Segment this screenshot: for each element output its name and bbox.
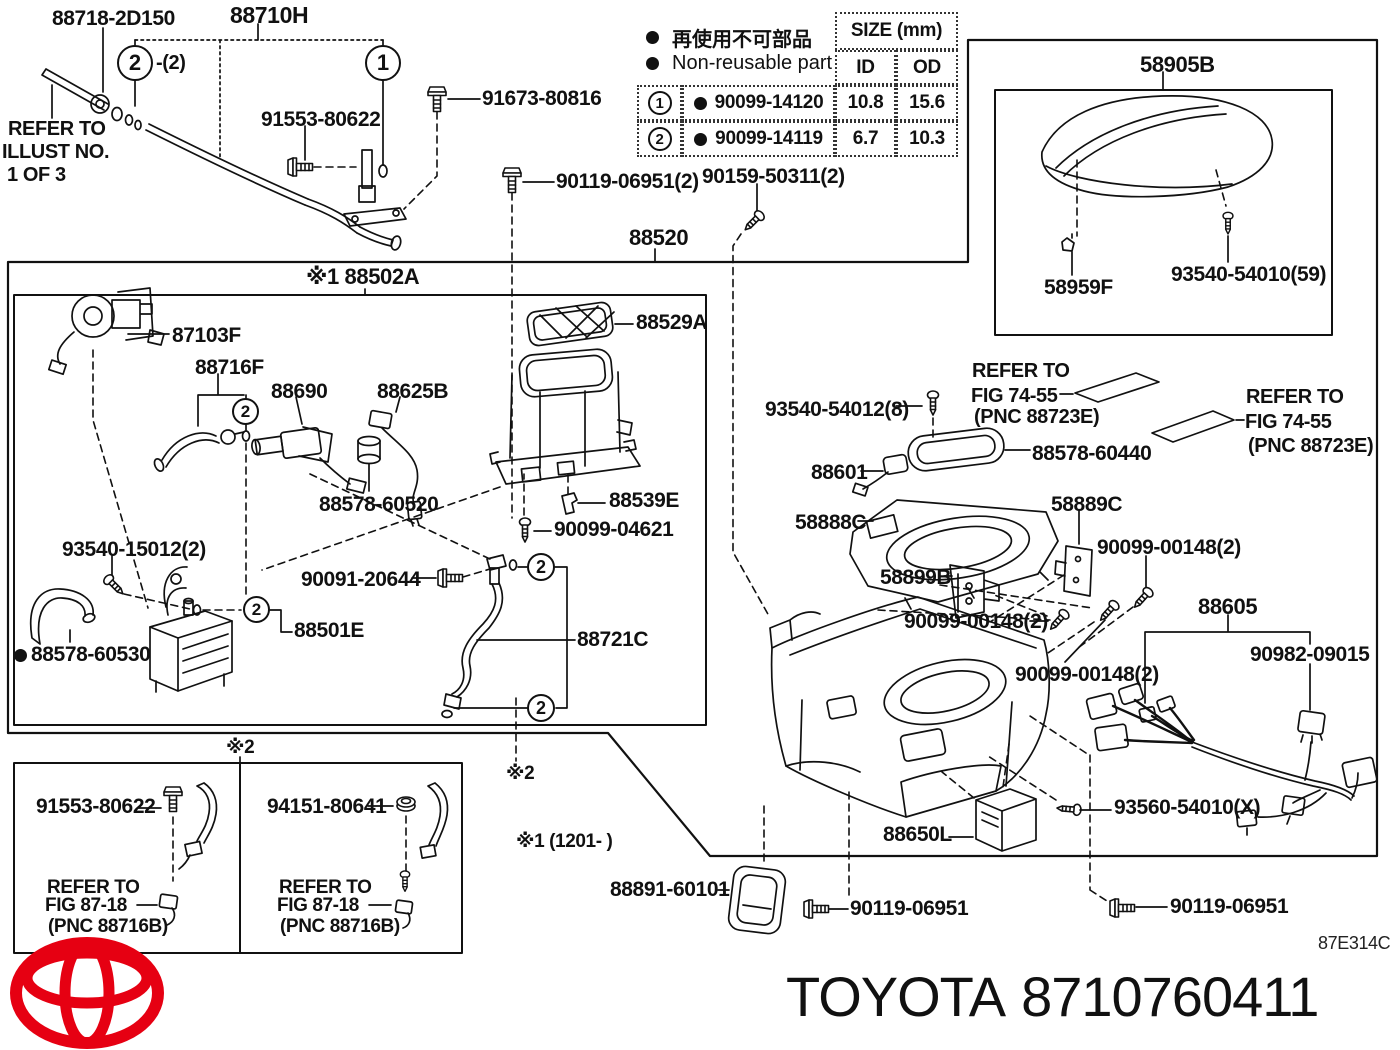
part-label-91673-80816: 91673-80816 [482, 87, 602, 110]
part-label-88529a: 88529A [636, 311, 708, 334]
note-refer-illust-line3: 1 OF 3 [7, 164, 66, 186]
part-label-88601: 88601 [811, 461, 868, 484]
table-row-id: 10.8 [835, 85, 896, 121]
note-refer-fig7455-line3: (PNC 88723E) [974, 406, 1100, 428]
part-label-58959f: 58959F [1044, 276, 1113, 299]
part-label-88690: 88690 [271, 380, 328, 403]
part-label-88710h: 88710H [230, 2, 309, 28]
part-label-88718-2d150: 88718-2D150 [52, 7, 175, 30]
part-label-88721c: 88721C [577, 628, 649, 651]
note-refer-fig8718-box1-line1: REFER TO [47, 877, 140, 898]
part-label-90119-06951-mid: 90119-06951 [850, 897, 969, 920]
part-label-88502a: ※1 88502A [306, 264, 420, 289]
part-label-90159-50311-2: 90159-50311(2) [702, 165, 845, 188]
part-label-90099-00148-b: 90099-00148(2) [904, 610, 1048, 633]
part-label-93540-15012-2: 93540-15012(2) [62, 538, 206, 561]
table-row-callout: 2 [637, 121, 682, 157]
note-refer-fig7455b-line3: (PNC 88723E) [1248, 435, 1374, 457]
part-label-88539e: 88539E [609, 489, 680, 512]
size-table: SIZE (mm) ID OD 1 90099-14120 10.8 15.6 … [637, 12, 958, 157]
footer-title: TOYOTA 8710760411 [786, 964, 1319, 1029]
part-label-93560-54010-x: 93560-54010(X) [1114, 796, 1261, 819]
note-x1-1201: ※1 (1201- ) [516, 831, 613, 852]
part-label-58905b: 58905B [1140, 52, 1215, 77]
part-label-94151-80641: 94151-80641 [267, 795, 387, 818]
note-refer-fig8718-box1-line2: FIG 87-18 [45, 895, 127, 916]
part-label-90119-06951-right: 90119-06951 [1170, 895, 1289, 918]
part-label-90099-00148-c: 90099-00148(2) [1015, 663, 1159, 686]
note-refer-fig8718-box2-line2: FIG 87-18 [277, 895, 359, 916]
part-label-88578-60530: 88578-60530 [14, 644, 151, 665]
part-label-88891-60101: 88891-60101 [610, 878, 730, 901]
note-refer-fig8718-box1-line3: (PNC 88716B) [48, 916, 168, 937]
callout-2-table: 2 [647, 127, 672, 151]
part-label-88520: 88520 [629, 225, 689, 250]
legend-non-reusable-jp: 再使用不可部品 [646, 23, 812, 52]
table-row-part: 90099-14120 [682, 85, 835, 121]
part-label-88578-60440: 88578-60440 [1032, 442, 1152, 465]
callout-2-88716f: 2 [232, 398, 259, 425]
note-refer-fig7455-line1: REFER TO [972, 360, 1070, 382]
note-refer-fig7455b-line2: FIG 74-55 [1245, 411, 1332, 433]
non-reusable-bullet-icon [693, 96, 707, 110]
note-refer-illust-line1: REFER TO [8, 118, 106, 140]
part-label-88650l: 88650L [883, 823, 952, 846]
note-refer-fig7455b-line1: REFER TO [1246, 386, 1344, 408]
footer-part-number: 8710760411 [1021, 965, 1319, 1028]
table-row-part: 90099-14119 [682, 121, 835, 157]
callout-2-pipe-top: 2 [527, 553, 555, 581]
part-label-90119-06951-2: 90119-06951(2) [556, 170, 699, 193]
part-label-88716f: 88716F [195, 356, 264, 379]
size-table-title: SIZE (mm) [835, 12, 958, 50]
part-label-88501e: 88501E [294, 619, 365, 642]
part-label-87103f: 87103F [172, 324, 241, 347]
part-label-58889c: 58889C [1051, 493, 1123, 516]
note-refer-fig8718-box2-line3: (PNC 88716B) [280, 916, 400, 937]
note-x2-left: ※2 [226, 737, 255, 758]
part-label-90982-09015: 90982-09015 [1250, 643, 1370, 666]
non-reusable-bullet-icon [646, 31, 659, 44]
part-label-90099-00148-a: 90099-00148(2) [1097, 536, 1241, 559]
part-label-91553-80622: 91553-80622 [261, 108, 381, 131]
callout-1-hose: 1 [365, 45, 401, 81]
table-row-od: 10.3 [896, 121, 958, 157]
size-table-col-od: OD [896, 50, 958, 85]
legend-non-reusable-en: Non-reusable part [646, 52, 832, 75]
part-label-90091-20644: 90091-20644 [301, 568, 421, 591]
part-label-88605: 88605 [1198, 594, 1258, 619]
table-row-id: 6.7 [835, 121, 896, 157]
non-reusable-bullet-icon [646, 57, 659, 70]
part-label-93540-54010-59: 93540-54010(59) [1171, 263, 1327, 286]
diagram-code: 87E314C [1318, 933, 1391, 953]
non-reusable-bullet-icon [14, 649, 27, 662]
part-label-88578-60520: 88578-60520 [319, 493, 439, 516]
part-label-58899b: 58899B [880, 566, 952, 589]
toyota-logo [10, 937, 164, 1049]
callout-2-hose: 2 [117, 45, 153, 81]
note-x2-mid: ※2 [506, 763, 535, 784]
part-label-88625b: 88625B [377, 380, 449, 403]
footer-brand: TOYOTA [786, 965, 1006, 1028]
note-refer-fig8718-box2-line1: REFER TO [279, 877, 372, 898]
note-refer-illust-line2: ILLUST NO. [2, 141, 110, 163]
note-qty-2: -(2) [156, 52, 186, 74]
part-label-90099-04621: 90099-04621 [554, 518, 674, 541]
part-label-58888c: 58888C [795, 511, 867, 534]
callout-1-table: 1 [647, 91, 672, 115]
size-table-col-id: ID [835, 50, 896, 85]
table-row-callout: 1 [637, 85, 682, 121]
part-label-91553-80622-box1: 91553-80622 [36, 795, 156, 818]
table-row-od: 15.6 [896, 85, 958, 121]
callout-2-pipe-bottom: 2 [527, 694, 555, 722]
part-label-93540-54012-8: 93540-54012(8) [765, 398, 909, 421]
callout-2-88501e: 2 [243, 596, 270, 623]
non-reusable-bullet-icon [694, 132, 708, 146]
note-refer-fig7455-line2: FIG 74-55 [971, 385, 1058, 407]
